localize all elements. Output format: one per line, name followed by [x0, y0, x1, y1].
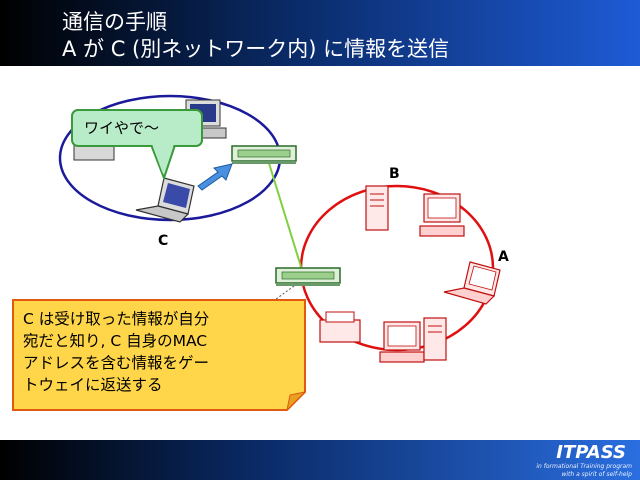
slide-title-line-1: 通信の手順	[62, 10, 167, 34]
slide-title-line-2: A が C (別ネットワーク内) に情報を送信	[62, 37, 450, 61]
server-right-bottom-icon	[423, 317, 447, 361]
desktop-computer-right-top-icon	[419, 193, 465, 237]
logo-tagline-1: in formational Training program	[536, 463, 632, 470]
dotted-pointer	[271, 285, 295, 303]
gateway-link	[267, 159, 303, 271]
logo-tagline-2: with a spirit of self-help	[561, 471, 632, 478]
footer-bar: ITPASS in formational Training program w…	[0, 440, 640, 480]
itpass-logo: ITPASS	[556, 442, 626, 463]
switch-left-icon	[231, 145, 297, 164]
network-diagram	[12, 94, 501, 412]
laptop-a-icon	[443, 261, 501, 305]
note-line: 宛だと知り, C 自身のMAC	[23, 332, 208, 350]
node-label-c: C	[158, 233, 169, 249]
explanation-note	[12, 299, 307, 412]
desktop-computer-right-bottom-icon	[379, 321, 425, 363]
speech-bubble	[71, 109, 203, 181]
node-label-b: B	[389, 166, 400, 182]
arrow-icon	[197, 163, 233, 191]
title-bar: 通信の手順 A が C (別ネットワーク内) に情報を送信	[0, 0, 640, 66]
speech-bubble-text: ワイやで〜	[84, 119, 160, 137]
server-b-icon	[365, 185, 389, 231]
note-line: アドレスを含む情報をゲー	[23, 354, 210, 372]
switch-gateway-icon	[275, 267, 341, 286]
note-box: C は受け取った情報が自分 宛だと知り, C 自身のMAC アドレスを含む情報を…	[13, 300, 305, 410]
note-line: C は受け取った情報が自分	[23, 310, 210, 328]
node-label-a: A	[498, 249, 509, 265]
note-line: トウェイに返送する	[23, 376, 163, 394]
printer-right-icon	[319, 311, 361, 343]
laptop-c-icon	[135, 177, 195, 223]
